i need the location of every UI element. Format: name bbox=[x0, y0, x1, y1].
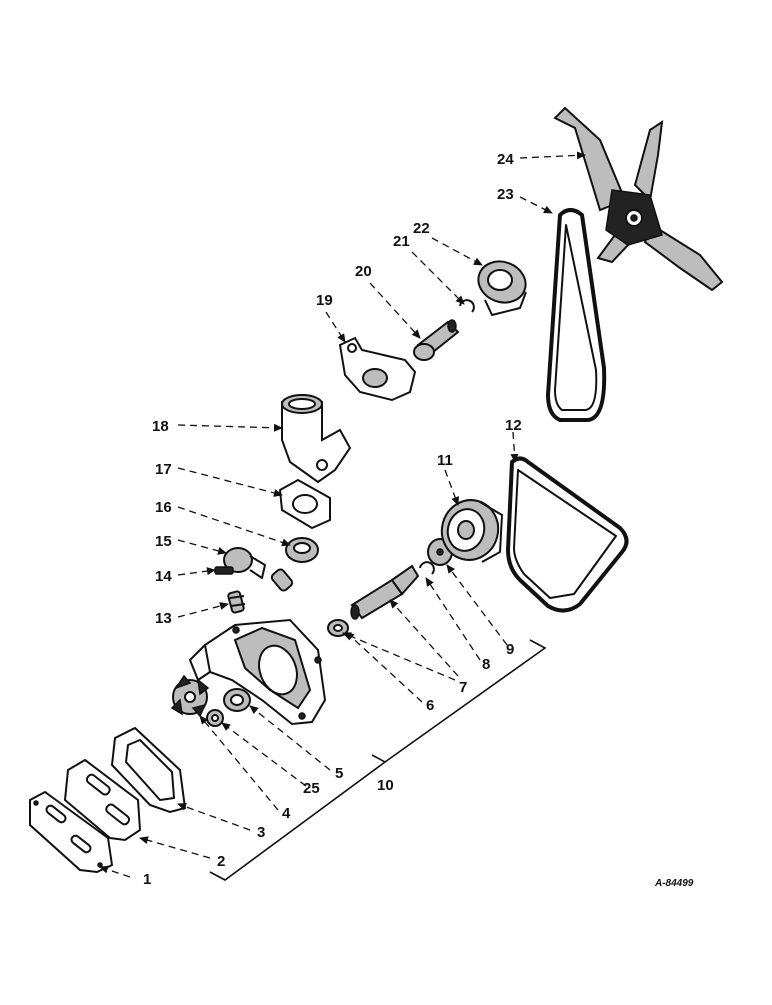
part-20-spindle bbox=[413, 319, 460, 361]
callout-1: 1 bbox=[143, 871, 151, 888]
leader-19 bbox=[325, 311, 346, 343]
part-5-seal bbox=[223, 688, 251, 712]
leader-23 bbox=[519, 196, 553, 214]
callout-2: 2 bbox=[217, 853, 225, 870]
leader-2 bbox=[139, 836, 211, 859]
part-23-belt bbox=[546, 208, 607, 422]
leader-3 bbox=[177, 802, 251, 831]
part-11-pulley bbox=[440, 499, 503, 563]
leader-22 bbox=[431, 237, 483, 266]
pump-body bbox=[189, 618, 327, 726]
leader-9 bbox=[446, 564, 508, 646]
leader-5 bbox=[249, 705, 331, 771]
callout-14: 14 bbox=[155, 568, 172, 585]
leader-21 bbox=[411, 251, 465, 305]
callout-9: 9 bbox=[506, 641, 514, 658]
part-21-snap-ring bbox=[459, 299, 475, 313]
leader-8 bbox=[425, 577, 481, 661]
callout-4: 4 bbox=[282, 805, 291, 822]
leader-17 bbox=[177, 467, 283, 497]
leader-14 bbox=[177, 567, 216, 576]
callout-12: 12 bbox=[505, 417, 522, 434]
leader-15 bbox=[177, 539, 227, 555]
leader-25 bbox=[221, 722, 307, 787]
part-22-fan-hub bbox=[477, 260, 527, 316]
part-1-gasket bbox=[29, 790, 114, 874]
part-16-fitting bbox=[270, 568, 294, 592]
part-8-ring bbox=[419, 561, 435, 575]
leader-16 bbox=[177, 506, 291, 547]
leader-7a bbox=[342, 632, 456, 681]
callout-5: 5 bbox=[335, 765, 343, 782]
callout-13: 13 bbox=[155, 610, 172, 627]
part-25-washer bbox=[206, 709, 224, 727]
part-12-belt bbox=[506, 456, 629, 613]
callout-18: 18 bbox=[152, 418, 169, 435]
callout-24: 24 bbox=[497, 151, 514, 168]
leader-24 bbox=[519, 151, 586, 160]
callout-17: 17 bbox=[155, 461, 172, 478]
part-4-impeller bbox=[170, 674, 210, 718]
part-24-fan bbox=[553, 106, 724, 292]
leader-lines bbox=[99, 151, 586, 878]
leader-11 bbox=[444, 469, 459, 506]
callout-15: 15 bbox=[155, 533, 172, 550]
callout-10: 10 bbox=[377, 777, 394, 794]
assembly-bracket-10 bbox=[209, 639, 547, 881]
part-6-bushing bbox=[327, 619, 349, 637]
part-16-thermostat bbox=[285, 537, 319, 563]
callout-20: 20 bbox=[355, 263, 372, 280]
leader-1 bbox=[99, 865, 131, 878]
leader-7b bbox=[389, 599, 459, 677]
callout-7: 7 bbox=[459, 679, 467, 696]
callout-22: 22 bbox=[413, 220, 430, 237]
callout-6: 6 bbox=[426, 697, 434, 714]
leader-6 bbox=[345, 631, 423, 703]
callout-8: 8 bbox=[482, 656, 490, 673]
part-17-gasket bbox=[278, 478, 331, 530]
drawing-number: A-84499 bbox=[654, 878, 694, 889]
callout-25: 25 bbox=[303, 780, 320, 797]
callout-19: 19 bbox=[316, 292, 333, 309]
callout-3: 3 bbox=[257, 824, 265, 841]
leader-18 bbox=[177, 423, 283, 432]
part-7-shaft bbox=[350, 564, 420, 620]
callout-23: 23 bbox=[497, 186, 514, 203]
part-19-bracket bbox=[338, 336, 417, 402]
leader-20 bbox=[369, 282, 421, 339]
part-13-fitting bbox=[227, 590, 246, 614]
part-14-plug bbox=[214, 566, 234, 575]
leader-12 bbox=[510, 431, 519, 463]
part-2-plate bbox=[63, 758, 142, 842]
callout-16: 16 bbox=[155, 499, 172, 516]
leader-13 bbox=[177, 602, 229, 618]
part-18-outlet bbox=[281, 394, 352, 484]
part-15-cover bbox=[223, 547, 266, 579]
callout-11: 11 bbox=[437, 452, 453, 469]
callout-21: 21 bbox=[393, 233, 410, 250]
leader-4 bbox=[199, 715, 279, 811]
callout-labels: 1 2 3 4 5 6 7 8 9 10 11 12 13 14 15 16 1… bbox=[143, 151, 522, 888]
